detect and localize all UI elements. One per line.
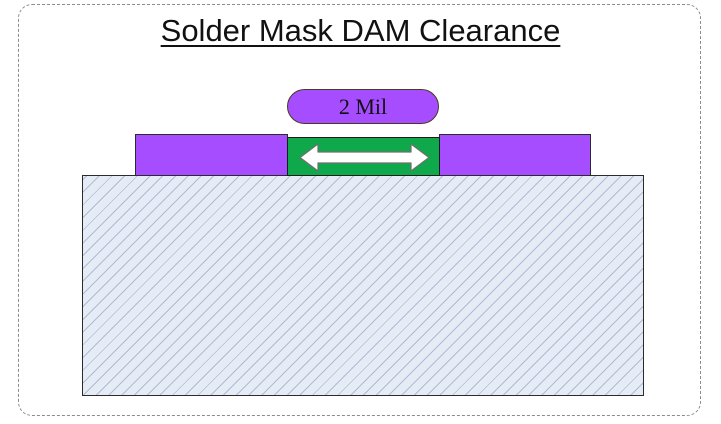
double-headed-arrow-icon	[299, 143, 430, 172]
diagram-title: Solder Mask DAM Clearance	[160, 13, 561, 48]
substrate	[82, 175, 644, 396]
dimension-label: 2 Mil	[287, 89, 439, 124]
solder-mask-dam	[287, 137, 440, 176]
solder-mask-right	[439, 134, 591, 176]
solder-mask-left	[135, 134, 288, 176]
